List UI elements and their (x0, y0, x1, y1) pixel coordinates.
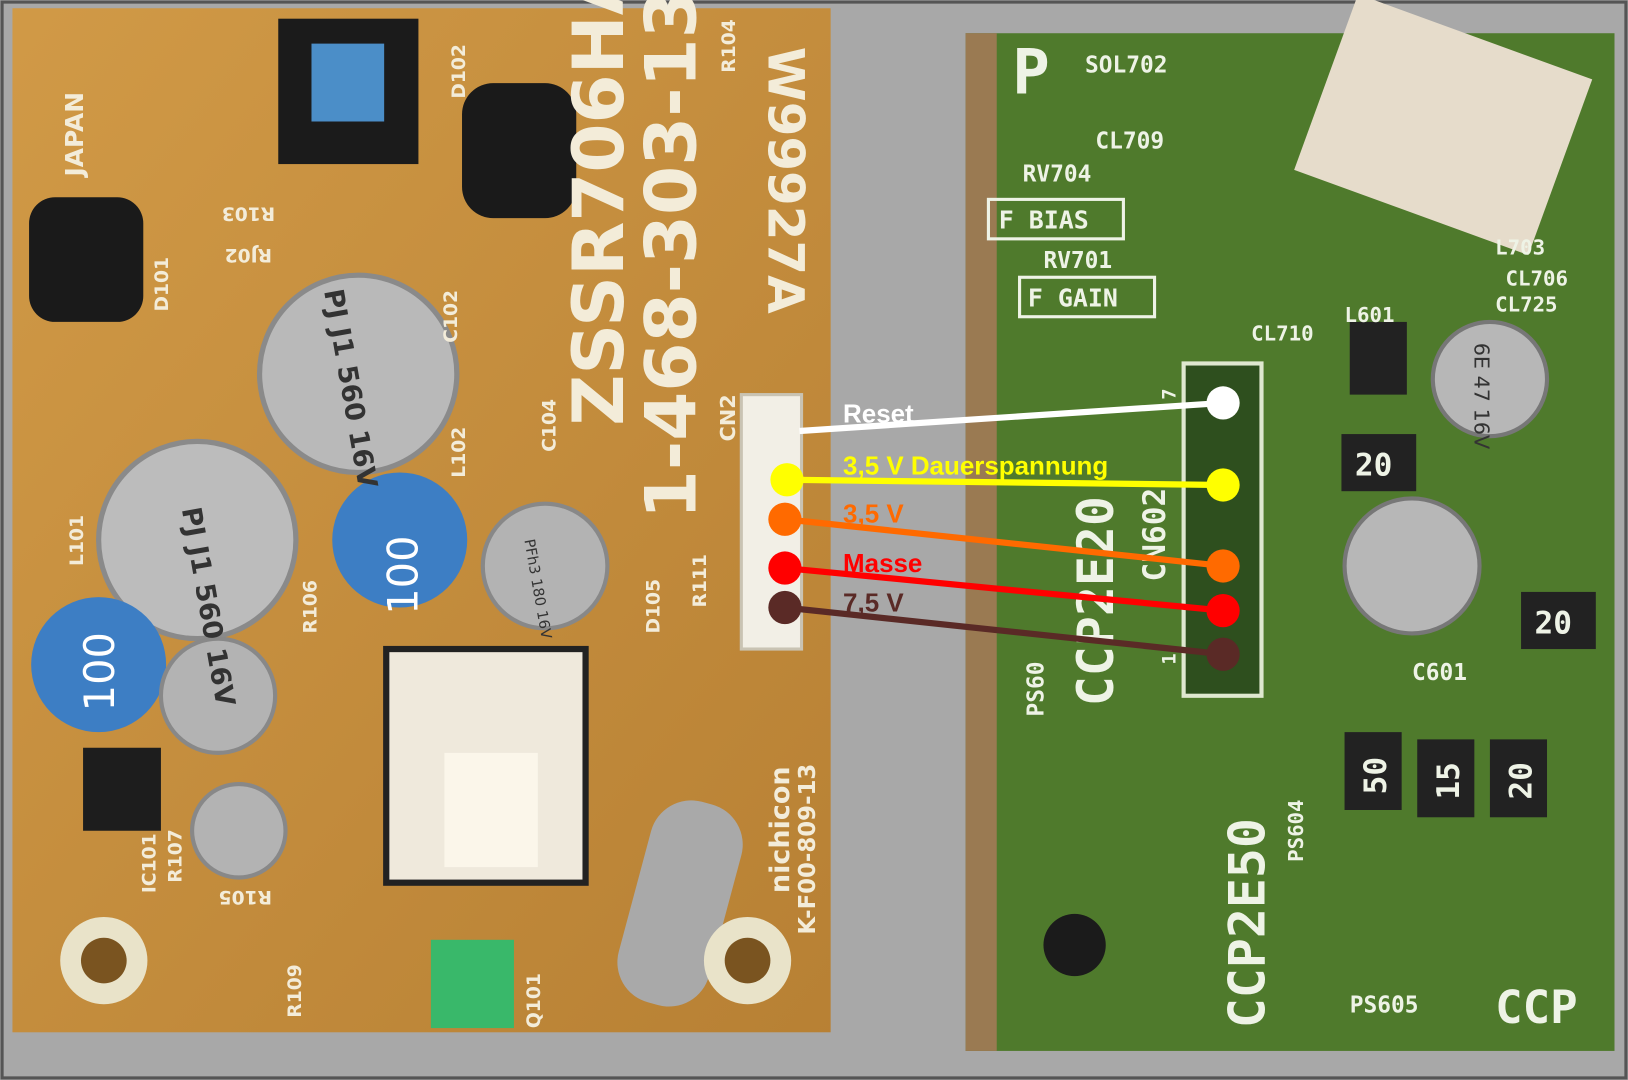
wire-endpoint-left (768, 502, 802, 536)
pin-label: 1 (1159, 653, 1180, 664)
origin-label: JAPAN (60, 92, 89, 179)
chip (1417, 739, 1475, 818)
ref-label: CL706 (1505, 267, 1567, 291)
pin-label: 7 (1159, 389, 1180, 400)
mounting-hole (1043, 913, 1106, 977)
wire-endpoint-left (770, 463, 804, 497)
chip-marking: 20 (1535, 605, 1572, 641)
ref-label: L703 (1495, 235, 1545, 259)
board-code: W99927A (756, 47, 814, 314)
inductor (1349, 321, 1407, 395)
capacitor (1342, 496, 1482, 636)
wire-label: 3,5 V Dauerspannung (843, 453, 1108, 481)
wire-line (799, 399, 1224, 435)
wire-line (784, 604, 1224, 658)
wire-endpoint-left (768, 590, 802, 625)
capacitor (96, 438, 299, 642)
wire-line (784, 564, 1224, 614)
ref-label: IC101 (140, 833, 161, 893)
capacitor-marking: 6E 47 16V (1469, 343, 1493, 450)
chip-marking: 20 (1503, 762, 1539, 800)
ref-label: L102 (449, 427, 470, 478)
ref-label: R103 (222, 203, 275, 224)
maker-code: K-F00-809-13 (795, 764, 821, 935)
right-pcb-photo: P SOL702 CL709 RV704 F BIAS RV701 F GAIN… (965, 0, 1615, 1051)
wire-endpoint-right (1206, 549, 1240, 583)
capacitor-marking: 100 (75, 632, 124, 711)
ref-label: CL710 (1251, 322, 1313, 346)
wire-endpoint-right (1206, 637, 1240, 671)
ref-label: R104 (719, 19, 740, 72)
board-model: ZSSR706HA (557, 0, 640, 426)
ref-label: RV701 (1043, 248, 1112, 274)
ref-label: L101 (67, 515, 88, 566)
capacitor-marking: 100 (378, 536, 427, 615)
ref-label: R107 (166, 829, 187, 882)
ref-label: RV704 (1023, 162, 1092, 188)
ref-label: Q101 (524, 973, 545, 1028)
capacitor (480, 501, 610, 631)
capacitor (190, 781, 288, 880)
chip (1489, 739, 1548, 818)
maker-label: nichicon (765, 766, 796, 893)
wire-label: Reset (843, 401, 914, 429)
part-number: 1-468-303-13 (630, 0, 713, 519)
diode-d102 (462, 83, 577, 219)
diode-d101 (29, 197, 144, 322)
wire-label: 3,5 V (843, 500, 904, 528)
wire-label: 7,5 V (843, 590, 904, 618)
ref-label: C102 (441, 290, 462, 343)
corner-mark: P (1012, 35, 1050, 108)
ref-label: D102 (449, 44, 470, 99)
ref-label: D101 (152, 257, 173, 312)
wire-endpoint-right (1206, 386, 1240, 420)
wire-annotations: Reset 3,5 V Dauerspannung 3,5 V Masse 7,5 V (768, 386, 1240, 671)
ref-label: SOL702 (1085, 53, 1167, 79)
ref-label: L601 (1345, 303, 1395, 327)
ref-label: R106 (301, 580, 322, 633)
wire-line (786, 476, 1224, 489)
capacitor-blue (332, 472, 468, 608)
ccp-label: CCP (1495, 981, 1577, 1034)
ref-label: C104 (539, 399, 560, 452)
ref-label: PS605 (1350, 992, 1419, 1018)
ref-label: PS60 (1023, 662, 1049, 717)
chip (1521, 591, 1596, 650)
capacitor (158, 636, 278, 755)
chip-marking: 50 (1358, 757, 1394, 795)
f-gain-label: F GAIN (1028, 283, 1118, 312)
ref-label: PS604 (1284, 799, 1308, 861)
wire-endpoint-right (1206, 594, 1240, 628)
ref-label: D105 (643, 579, 664, 634)
chip-marking: 20 (1355, 448, 1392, 484)
left-pcb-photo: ZSSR706HA 1-468-303-13 W99927A CN2 nichi… (12, 0, 831, 1033)
wire-line (784, 516, 1224, 570)
cn2-label: CN2 (716, 394, 740, 441)
capacitor (1430, 319, 1550, 439)
ref-label: R111 (690, 554, 711, 607)
ccp2e50-label: CCP2E50 (1219, 818, 1277, 1028)
wire-label: Masse (843, 550, 922, 578)
chip-marking: 15 (1431, 762, 1467, 800)
ref-label: C601 (1412, 660, 1467, 686)
cn602-label: CN602 (1137, 488, 1173, 582)
capacitor-blue (31, 597, 167, 733)
ref-label: CL725 (1495, 293, 1557, 317)
capacitor (256, 272, 460, 476)
ref-label: RJ02 (225, 244, 272, 265)
led (430, 939, 514, 1029)
ic101 (83, 747, 161, 831)
ref-label: CL709 (1095, 128, 1164, 154)
ribbon-connector (1294, 0, 1593, 256)
chip (1341, 434, 1417, 492)
ref-label: R109 (285, 964, 306, 1017)
wire-endpoint-left (768, 551, 802, 585)
ref-label: R105 (219, 886, 272, 907)
wire-endpoint-right (1206, 468, 1240, 502)
f-bias-label: F BIAS (999, 205, 1089, 234)
chip (1344, 732, 1402, 810)
